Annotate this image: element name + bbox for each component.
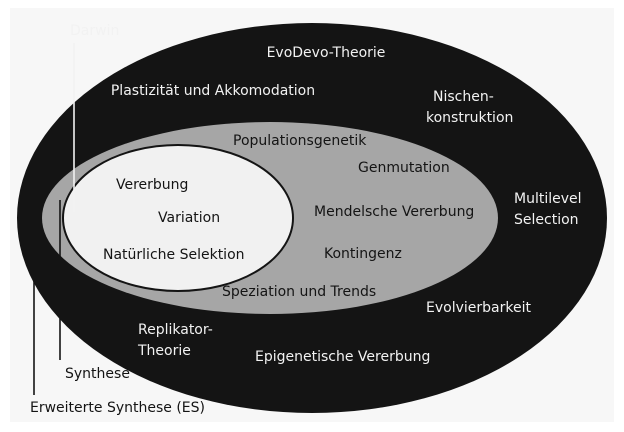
label-replicator-line2: Theorie <box>137 343 191 359</box>
label-evodevo: EvoDevo-Theorie <box>267 45 386 61</box>
label-epigenetic: Epigenetische Vererbung <box>255 349 430 365</box>
callout-synthesis: Synthese <box>65 366 130 382</box>
label-replicator-line1: Replikator- <box>138 322 213 338</box>
label-gene-mutation: Genmutation <box>358 160 450 176</box>
label-niche-line2: konstruktion <box>426 110 513 126</box>
label-contingency: Kontingenz <box>324 246 402 262</box>
label-speciation: Speziation und Trends <box>222 284 376 300</box>
label-multilevel-line1: Multilevel <box>514 191 582 207</box>
label-multilevel-line2: Selection <box>514 212 579 228</box>
label-population-genetics: Populationsgenetik <box>233 133 367 149</box>
label-mendelian: Mendelsche Vererbung <box>314 204 474 220</box>
callout-extended-synthesis: Erweiterte Synthese (ES) <box>30 400 205 416</box>
callout-darwin: Darwin <box>70 23 119 39</box>
darwin-region <box>62 144 294 292</box>
label-plasticity: Plastizität und Akkomodation <box>111 83 315 99</box>
label-variation: Variation <box>158 210 220 226</box>
label-niche-line1: Nischen- <box>433 89 494 105</box>
label-heredity: Vererbung <box>116 177 188 193</box>
label-evolvability: Evolvierbarkeit <box>426 300 531 316</box>
label-natural-selection: Natürliche Selektion <box>103 247 245 263</box>
